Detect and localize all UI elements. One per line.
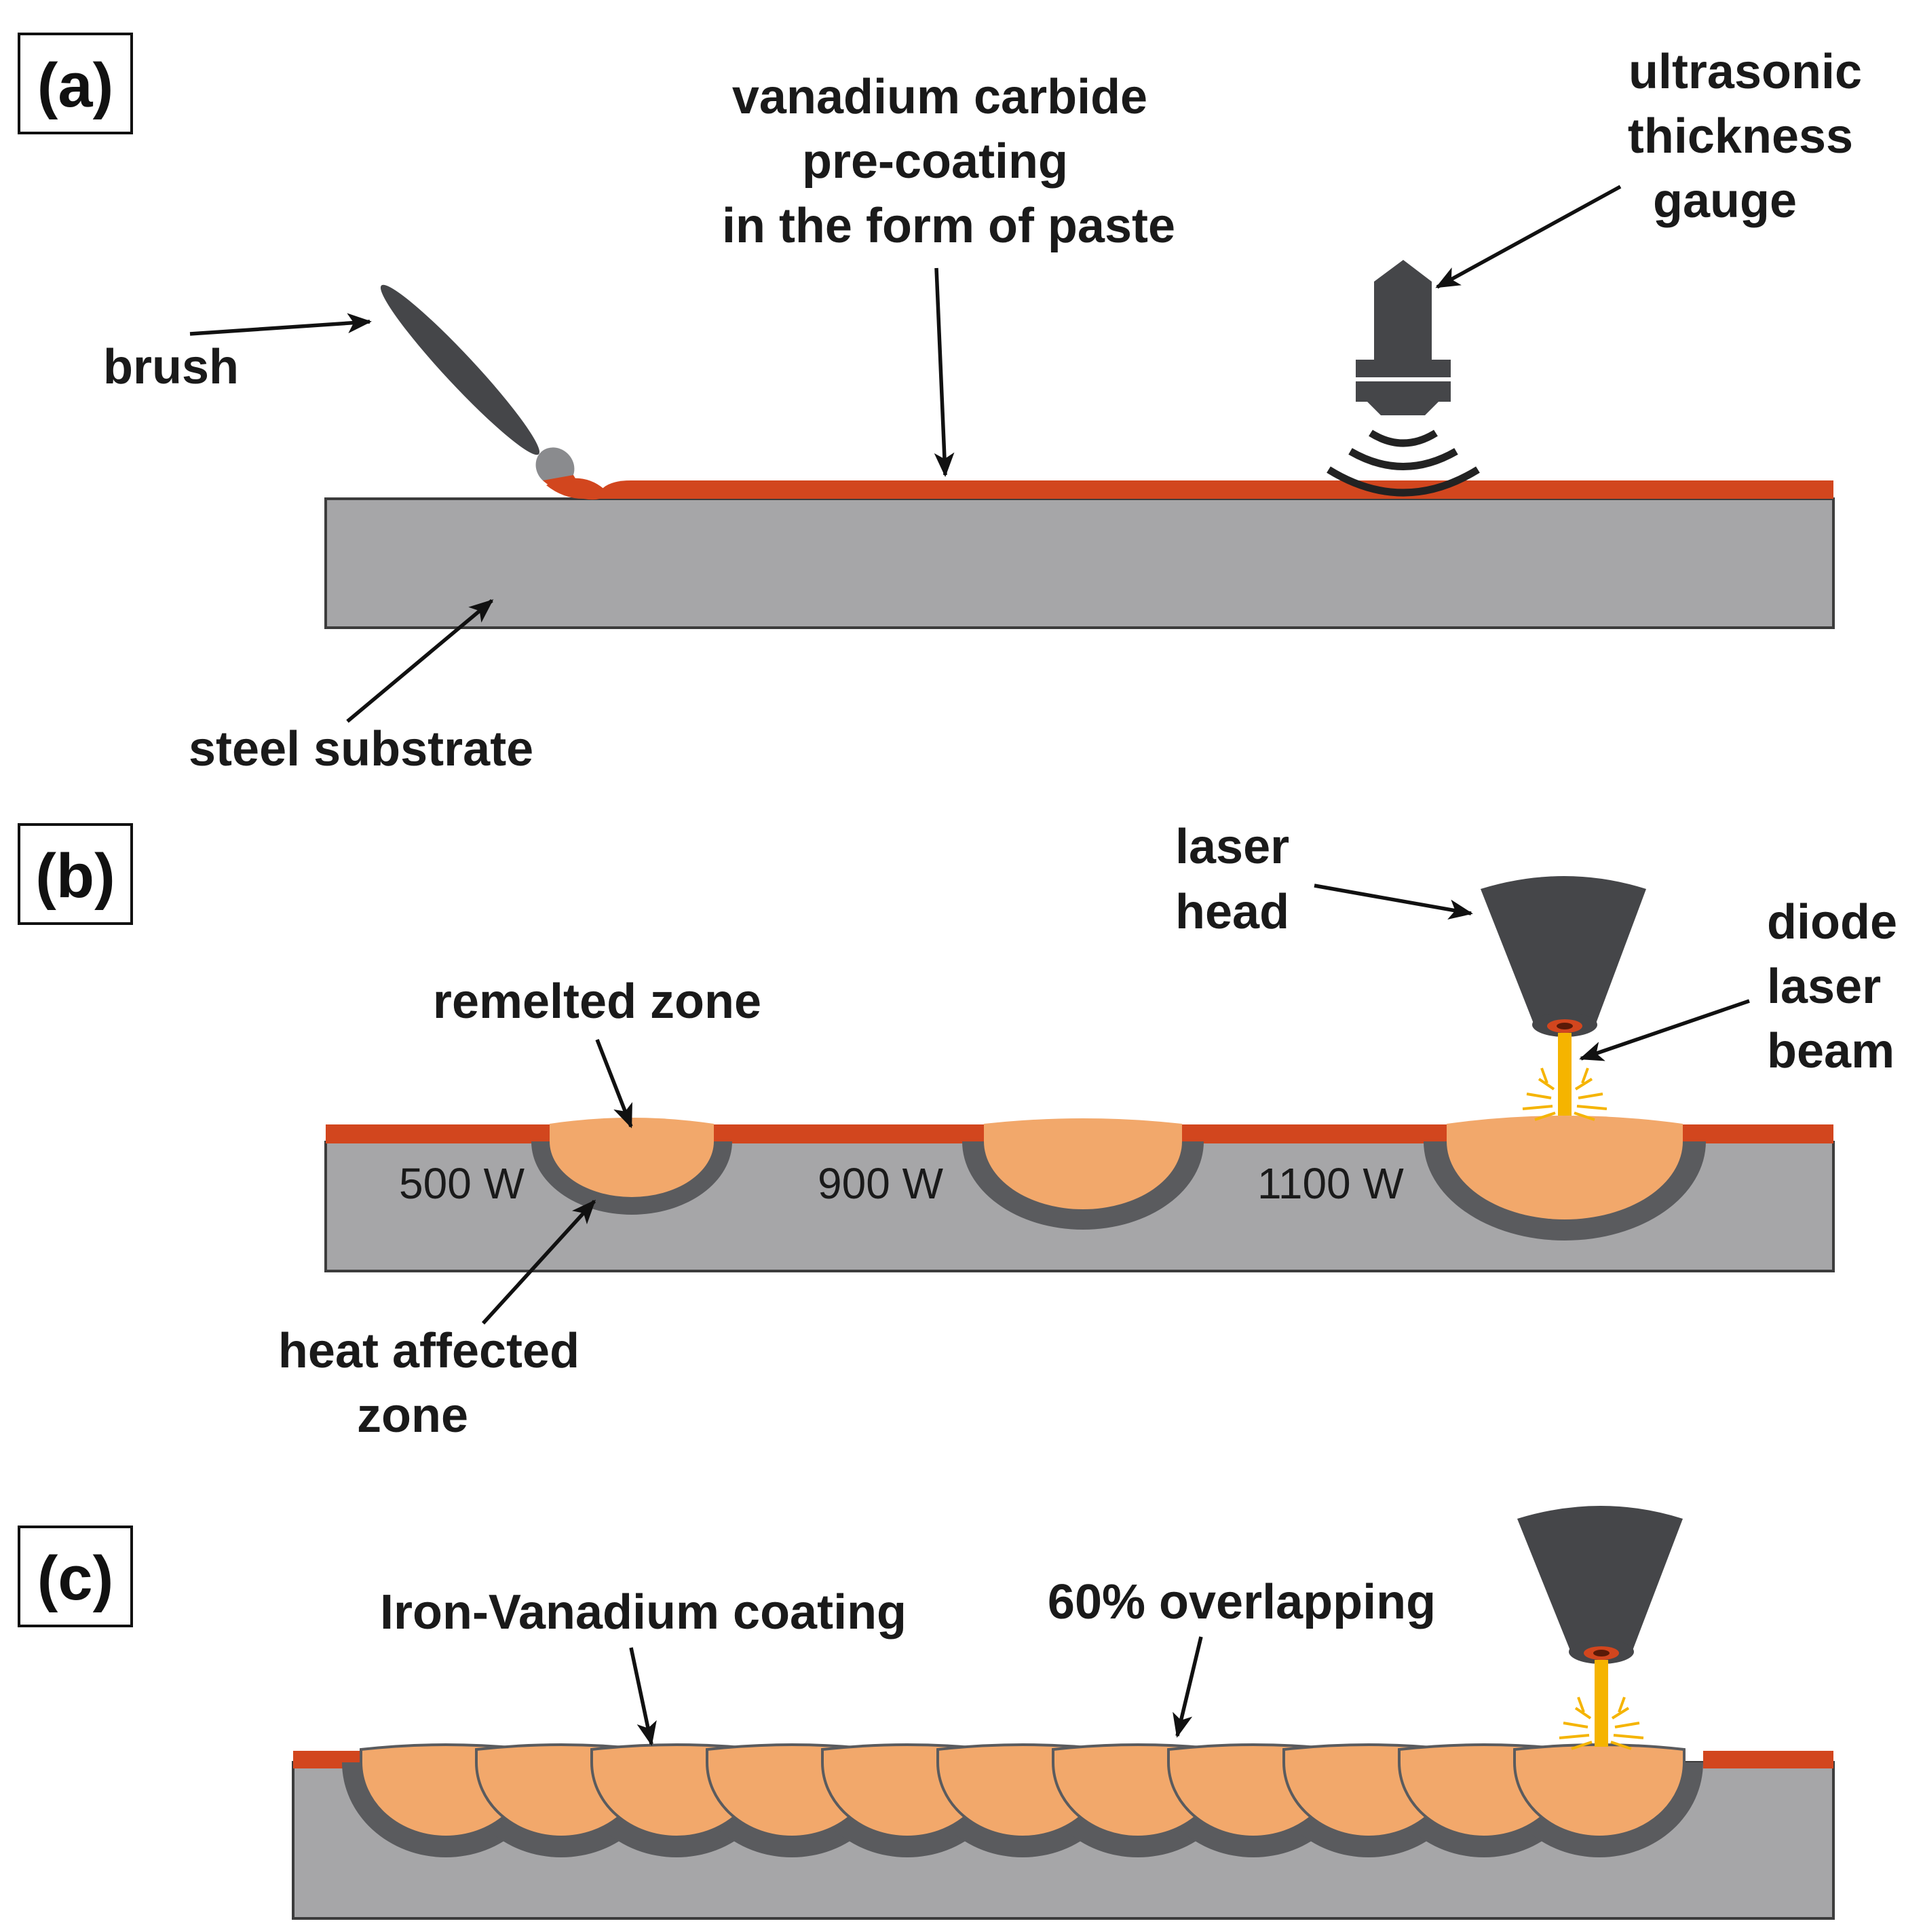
arrow-laser-head: [1314, 884, 1473, 920]
vanadium-carbide-paste: [597, 480, 1833, 499]
panel-a-label: (a): [37, 51, 113, 120]
gauge-label-line1: ultrasonic: [1629, 45, 1862, 99]
laser-beam-c: [1559, 1660, 1644, 1750]
laser-head-icon-c: [1517, 1506, 1683, 1664]
overlapping-tracks: [342, 1743, 1703, 1857]
melt-track-900w: [962, 1118, 1204, 1230]
laser-head-icon-b: [1481, 876, 1646, 1037]
brush-icon: [380, 284, 584, 494]
gauge-label-line3: gauge: [1653, 174, 1797, 228]
ultrasonic-gauge-icon: [1327, 260, 1480, 497]
overlapping-label: 60% overlapping: [1048, 1575, 1436, 1629]
haz-label-line2: zone: [357, 1388, 468, 1443]
power-label-1100w: 1100 W: [1257, 1159, 1404, 1208]
panel-b-label: (b): [35, 841, 115, 911]
power-label-500w: 500 W: [399, 1159, 525, 1208]
steel-substrate-a: [324, 497, 1835, 629]
diode-beam-label-line3: beam: [1767, 1024, 1895, 1078]
arrow-iron-vanadium: [629, 1647, 657, 1746]
arrow-steel: [346, 599, 494, 723]
vanadium-label-line2: pre-coating: [802, 134, 1068, 189]
panel-c: (c) Iron-Vanadium coating 60% overlappin…: [18, 1506, 1835, 1920]
panel-a: (a) vanadium carbide pre-coating in the …: [18, 33, 1862, 776]
diode-beam-label-line2: laser: [1767, 960, 1881, 1014]
laser-beam-b: [1522, 1033, 1607, 1121]
remelted-zone-label: remelted zone: [433, 974, 761, 1029]
coating-layer-c-right: [1703, 1751, 1833, 1768]
panel-b: (b): [18, 820, 1897, 1443]
melt-track-500w: [531, 1118, 732, 1215]
power-label-900w: 900 W: [818, 1159, 944, 1208]
steel-substrate-label: steel substrate: [189, 722, 533, 776]
arrow-brush: [189, 313, 372, 336]
laser-head-label-line1: laser: [1175, 820, 1289, 874]
haz-label-line1: heat affected: [278, 1324, 579, 1378]
diode-beam-label-line1: diode: [1767, 895, 1897, 949]
melt-track-1100w: [1424, 1116, 1706, 1240]
arrow-haz: [481, 1199, 596, 1325]
arrow-overlapping: [1173, 1636, 1203, 1738]
gauge-label-line2: thickness: [1628, 109, 1853, 164]
arrow-diode-beam: [1579, 999, 1750, 1061]
arrow-vanadium: [934, 267, 955, 477]
panel-b-label-box: [18, 823, 133, 925]
arrow-gauge: [1435, 185, 1622, 289]
vanadium-label-line3: in the form of paste: [722, 199, 1175, 253]
vanadium-label-line1: vanadium carbide: [732, 70, 1147, 124]
arrow-remelted-zone: [595, 1038, 633, 1129]
panel-c-label: (c): [37, 1544, 113, 1613]
laser-head-label-line2: head: [1175, 885, 1289, 939]
brush-label: brush: [103, 340, 239, 394]
panel-a-label-box: [18, 33, 133, 134]
iron-vanadium-coating-label: Iron-Vanadium coating: [380, 1585, 907, 1640]
panel-c-label-box: [18, 1526, 133, 1627]
